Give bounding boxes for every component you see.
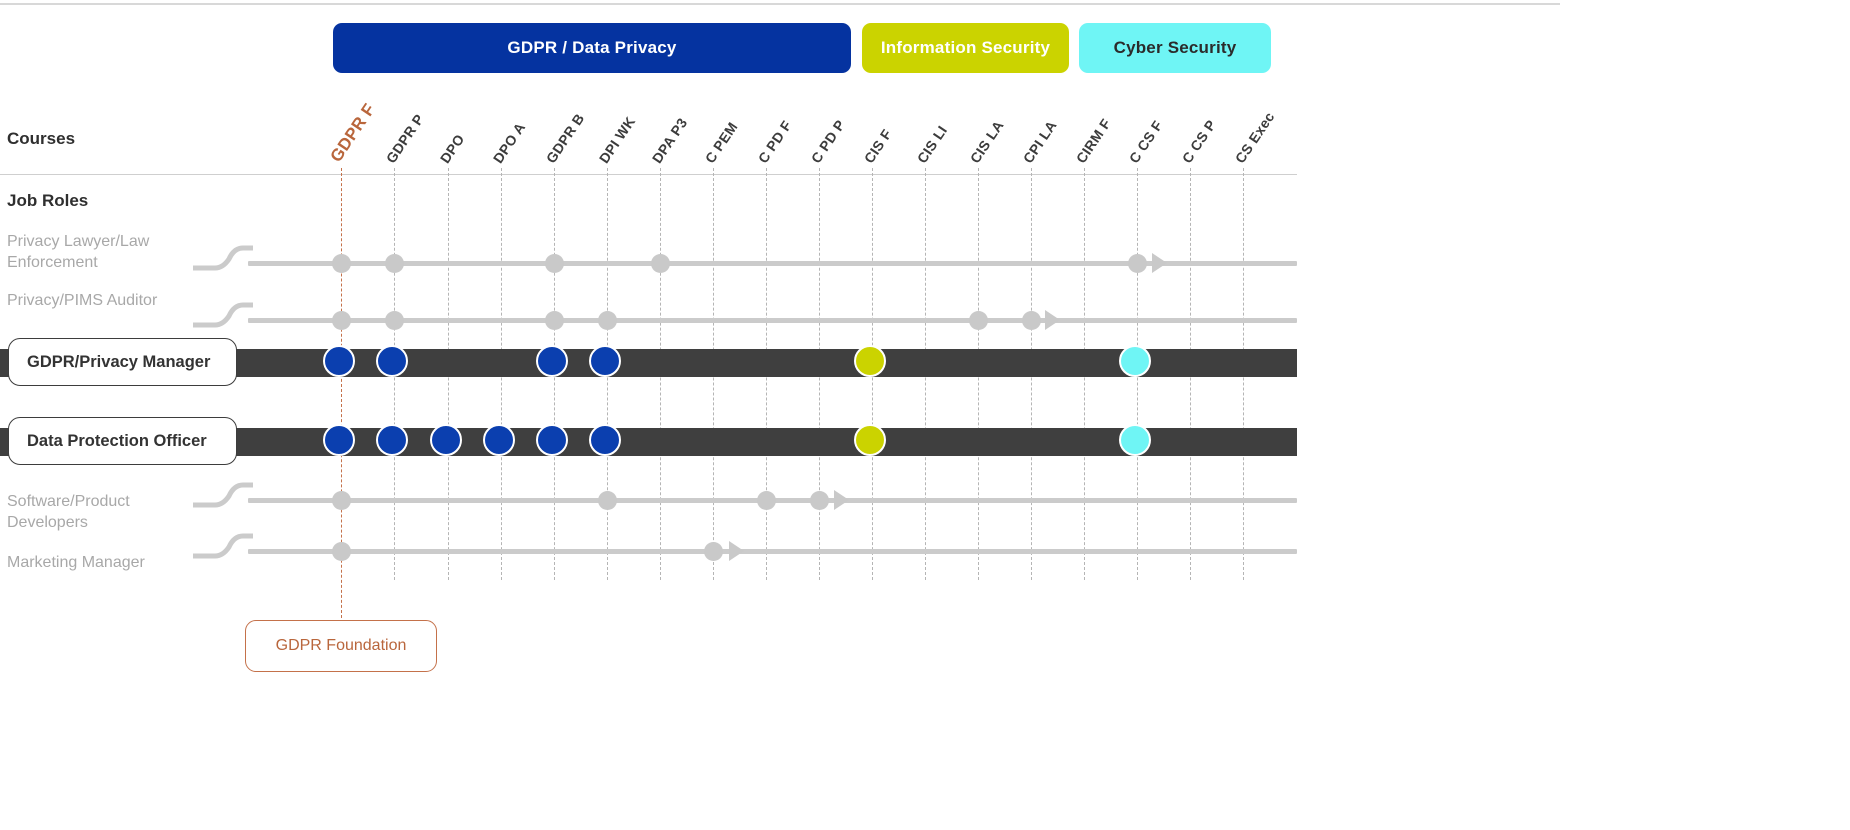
course-node-c-cs-f[interactable] [1118,344,1151,377]
course-node-gdpr-b[interactable] [535,423,568,456]
role-label-gdpr-privacy-manager[interactable]: GDPR/Privacy Manager [8,338,237,386]
course-node-dpo-a[interactable] [482,423,515,456]
course-header-gdpr-b[interactable]: GDPR B [542,110,588,166]
role-track-connector [193,300,253,330]
course-node-dpi-wk[interactable] [588,344,621,377]
role-track [248,261,1297,266]
course-header-wrap: DPO [437,131,468,166]
course-header-dpa-p3[interactable]: DPA P3 [648,114,691,166]
course-node-gdpr-p[interactable] [375,344,408,377]
role-label-privacy-pims-auditor[interactable]: Privacy/PIMS Auditor [7,292,158,309]
course-header-c-pd-p[interactable]: C PD P [807,116,849,166]
course-node-c-pem[interactable] [703,541,723,561]
course-header-cs-exec[interactable]: CS Exec [1231,108,1278,166]
course-node-gdpr-f[interactable] [331,310,351,330]
course-header-wrap: CPI LA [1020,118,1060,166]
course-callout[interactable]: GDPR Foundation [245,620,437,672]
course-node-c-pd-f[interactable] [756,490,776,510]
course-node-dpi-wk[interactable] [588,423,621,456]
course-node-c-cs-f[interactable] [1127,253,1147,273]
course-header-wrap: CIS LA [967,118,1007,166]
course-header-c-pd-f[interactable]: C PD F [754,117,795,166]
course-node-gdpr-f[interactable] [331,253,351,273]
course-header-wrap: GDPR P [383,111,427,166]
course-node-dpa-p3[interactable] [650,253,670,273]
course-node-gdpr-b[interactable] [544,310,564,330]
course-header-c-cs-p[interactable]: C CS P [1178,116,1220,166]
role-label-marketing-manager[interactable]: Marketing Manager [7,554,145,571]
course-node-dpi-wk[interactable] [597,490,617,510]
role-track [248,318,1297,323]
course-header-wrap: GDPR F [326,100,379,166]
role-track-connector [193,531,253,561]
course-node-gdpr-p[interactable] [384,310,404,330]
course-node-cis-f[interactable] [853,423,886,456]
role-label-privacy-lawyer-law-enforcement[interactable]: Privacy Lawyer/Law Enforcement [7,233,150,271]
course-header-c-pem[interactable]: C PEM [701,119,741,166]
course-node-gdpr-f[interactable] [331,490,351,510]
column-guide-gdpr-f [341,168,342,623]
course-node-gdpr-p[interactable] [375,423,408,456]
course-header-cis-f[interactable]: CIS F [860,126,895,166]
category-tab-cyber[interactable]: Cyber Security [1079,23,1271,73]
role-track-arrow [1152,253,1167,273]
course-node-gdpr-b[interactable] [544,253,564,273]
course-header-wrap: DPA P3 [649,115,691,166]
course-header-wrap: DPI WK [596,114,639,166]
course-header-wrap: C CS F [1126,118,1166,166]
course-header-dpi-wk[interactable]: DPI WK [595,113,639,166]
role-label-data-protection-officer[interactable]: Data Protection Officer [8,417,237,465]
course-header-dpo[interactable]: DPO [436,131,468,166]
top-divider [0,3,1560,5]
course-node-gdpr-f[interactable] [322,423,355,456]
header-divider [0,174,1297,175]
role-label-software-product-developers[interactable]: Software/Product Developers [7,493,130,531]
course-header-wrap: C CS P [1179,117,1219,166]
role-track-connector [193,480,253,510]
course-node-dpi-wk[interactable] [597,310,617,330]
course-node-c-pd-p[interactable] [809,490,829,510]
job-roles-axis-label: Job Roles [7,191,89,210]
course-header-cirm-f[interactable]: CIRM F [1072,115,1114,166]
course-header-wrap: CIS LI [914,123,950,166]
course-header-cpi-la[interactable]: CPI LA [1019,117,1060,166]
course-header-wrap: CIS F [861,126,895,166]
role-track-connector [193,243,253,273]
role-track [248,549,1297,554]
course-node-dpo[interactable] [429,423,462,456]
course-header-wrap: C PD F [755,118,795,166]
course-header-gdpr-f[interactable]: GDPR F [326,100,380,166]
category-tab-gdpr[interactable]: GDPR / Data Privacy [333,23,851,73]
course-header-c-cs-f[interactable]: C CS F [1125,117,1166,166]
course-header-cis-li[interactable]: CIS LI [913,122,951,166]
course-node-cis-f[interactable] [853,344,886,377]
course-header-dpo-a[interactable]: DPO A [489,119,529,166]
role-track-arrow [834,490,849,510]
course-header-wrap: DPO A [490,119,529,166]
courses-axis-label: Courses [7,129,76,148]
role-track-arrow [1045,310,1060,330]
course-node-cis-la[interactable] [968,310,988,330]
course-node-gdpr-f[interactable] [322,344,355,377]
course-node-c-cs-f[interactable] [1118,423,1151,456]
course-header-wrap: CIRM F [1073,116,1114,166]
course-header-cis-la[interactable]: CIS LA [966,117,1007,166]
course-header-gdpr-p[interactable]: GDPR P [382,111,428,166]
course-header-wrap: GDPR B [543,110,588,166]
course-node-gdpr-p[interactable] [384,253,404,273]
course-node-gdpr-b[interactable] [535,344,568,377]
course-node-cpi-la[interactable] [1021,310,1041,330]
category-tab-infosec[interactable]: Information Security [862,23,1069,73]
course-header-wrap: C PD P [808,117,848,166]
course-header-wrap: CS Exec [1232,109,1278,166]
role-track-arrow [729,541,744,561]
course-node-gdpr-f[interactable] [331,541,351,561]
course-header-wrap: C PEM [702,119,741,166]
